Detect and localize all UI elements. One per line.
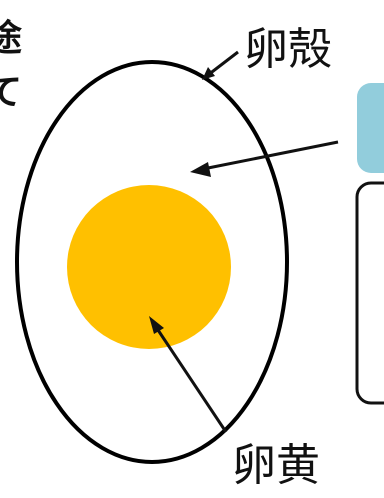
callout-tab: [357, 83, 384, 173]
yolk-label: 卵黄: [232, 440, 320, 491]
cropped-text-line-2: て: [0, 72, 22, 113]
egg-yolk: [67, 185, 231, 349]
callout-box: [357, 183, 384, 403]
shell-arrow: [202, 52, 238, 80]
cropped-text-line-1: 途: [0, 17, 22, 59]
shell-label: 卵殻: [244, 24, 332, 75]
